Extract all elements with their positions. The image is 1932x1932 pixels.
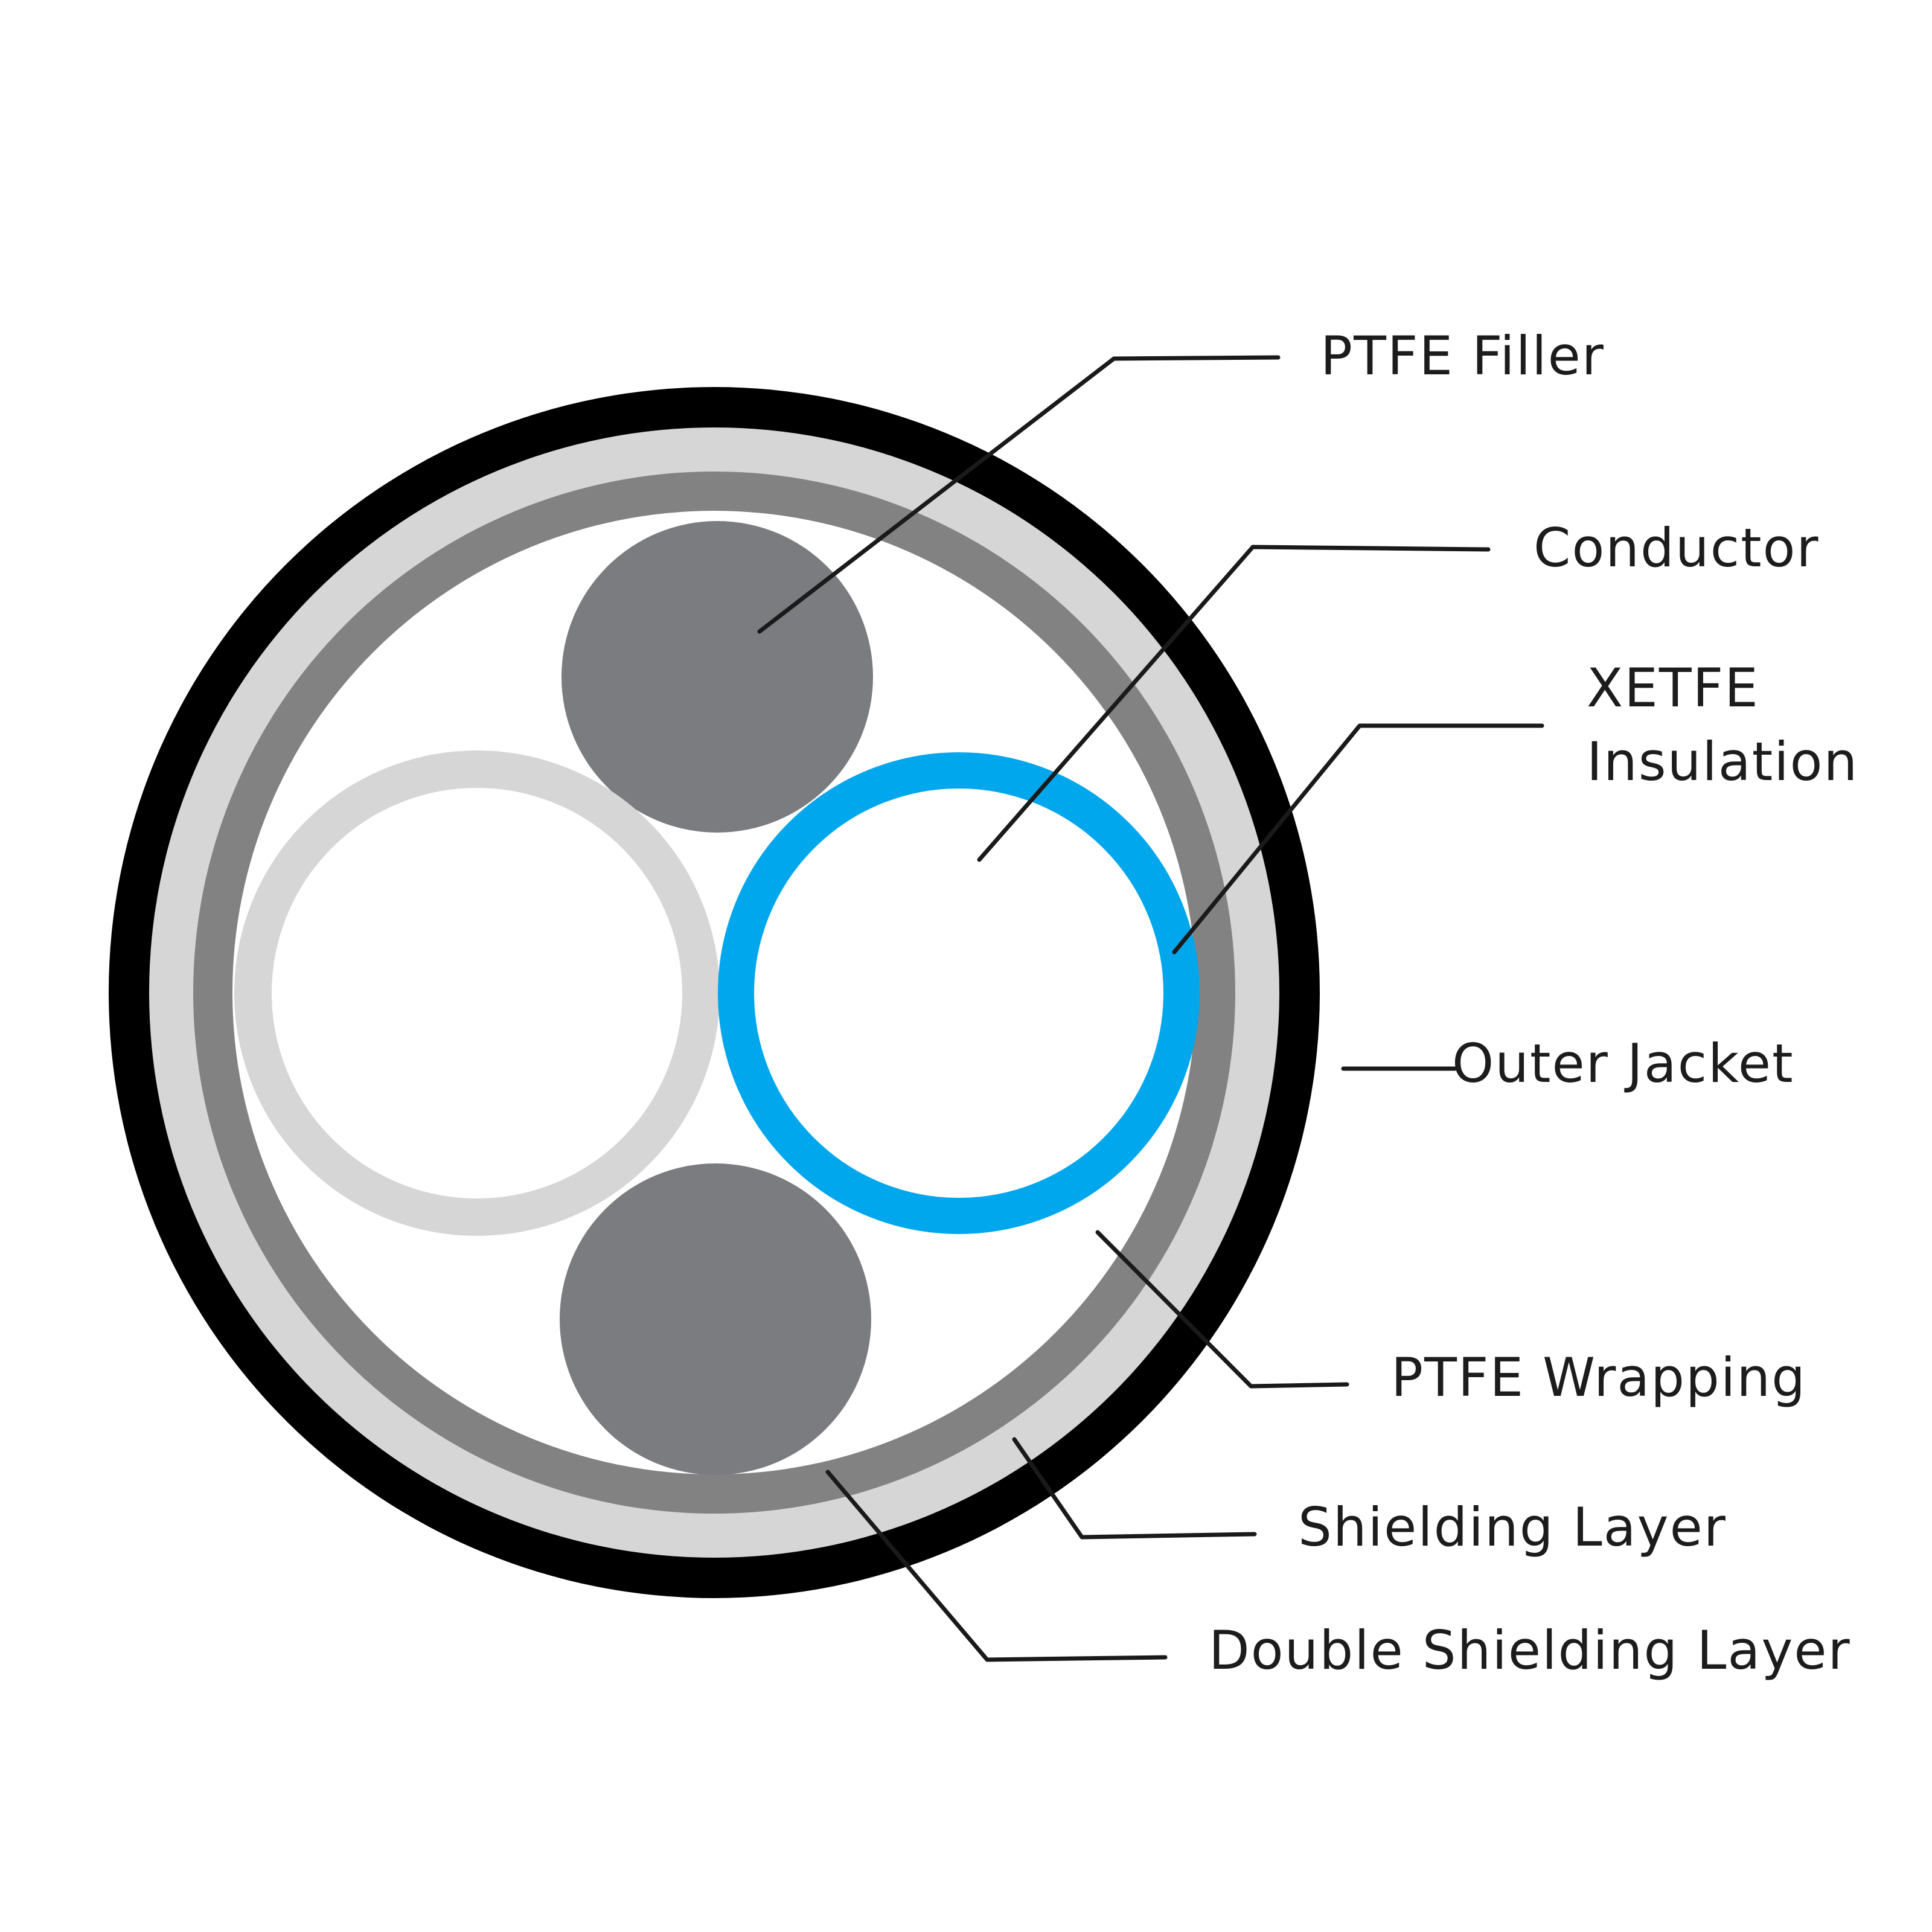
xetfe-insulation-ring: [718, 752, 1200, 1234]
label-outer-jacket: Outer Jacket: [1452, 1032, 1794, 1095]
ptfe-filler-ring: [234, 750, 720, 1236]
conductor-top: [561, 521, 873, 833]
leader-lines: [757, 355, 1544, 1662]
conductor-bottom: [560, 1163, 871, 1475]
labels: PTFE Filler Conductor XETFE Insulation O…: [1209, 325, 1858, 1681]
label-ptfe-filler: PTFE Filler: [1320, 325, 1605, 387]
label-ptfe-wrapping: PTFE Wrapping: [1391, 1346, 1806, 1409]
leader-double-shielding-layer: [825, 1470, 1168, 1662]
label-xetfe-insulation-line1: XETFE: [1587, 657, 1759, 719]
leader-shielding-layer: [1012, 1437, 1257, 1540]
label-xetfe-insulation-line2: Insulation: [1587, 731, 1858, 793]
leader-xetfe-insulation: [1172, 723, 1544, 955]
leader-conductor: [977, 545, 1491, 862]
leader-ptfe-filler: [757, 355, 1281, 634]
cable-cross-section: [109, 387, 1320, 1598]
label-shielding-layer: Shielding Layer: [1298, 1496, 1727, 1558]
leader-ptfe-wrapping: [1095, 1230, 1349, 1389]
label-conductor: Conductor: [1534, 517, 1820, 579]
label-double-shielding-layer: Double Shielding Layer: [1209, 1619, 1851, 1681]
